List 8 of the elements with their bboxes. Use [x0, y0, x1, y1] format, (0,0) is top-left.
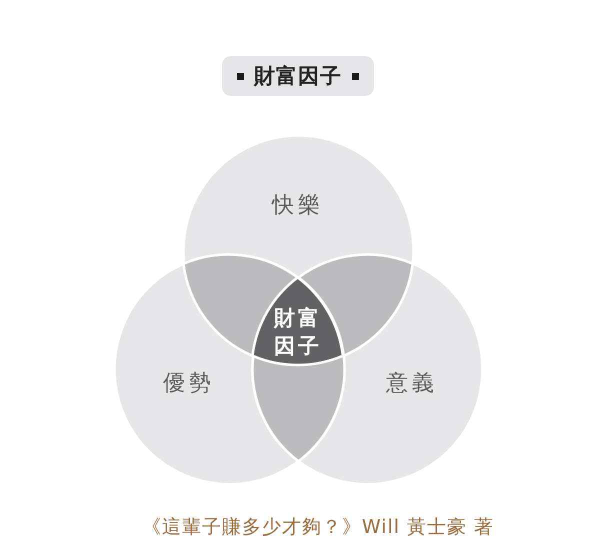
title: 財富因子 — [254, 63, 342, 90]
circle-region — [182, 134, 414, 279]
circle-label: 意義 — [386, 370, 438, 398]
caption: 《這輩子賺多少才夠？》Will 黃士豪 著 — [142, 515, 494, 540]
circle-label: 優勢 — [162, 370, 215, 398]
circle-label: 快樂 — [272, 192, 324, 220]
overlap-region — [296, 253, 414, 358]
center-label: 財富因子 — [272, 305, 323, 360]
